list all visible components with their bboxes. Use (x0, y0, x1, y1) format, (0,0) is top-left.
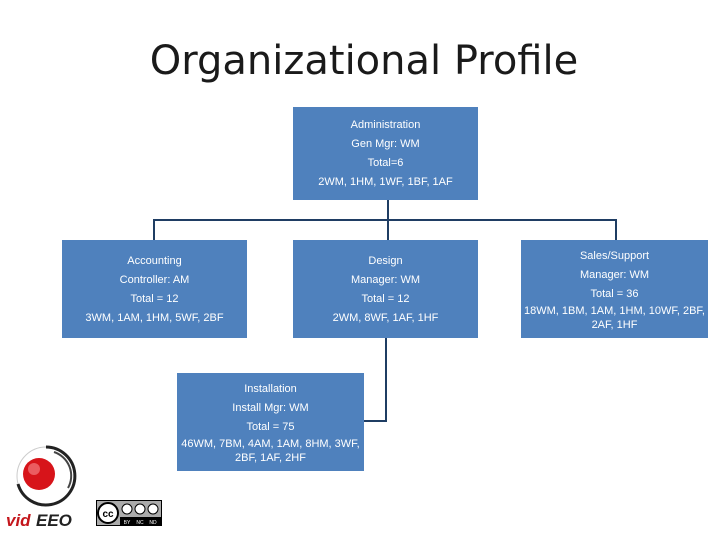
node-sales-manager: Manager: WM (579, 269, 650, 281)
node-sales-breakdown: 18WM, 1BM, 1AM, 1HM, 10WF, 2BF, 2AF, 1HF (524, 304, 705, 331)
svg-text:cc: cc (102, 509, 114, 520)
node-administration-breakdown: 2WM, 1HM, 1WF, 1BF, 1AF (318, 176, 453, 188)
node-accounting-manager: Controller: AM (119, 273, 190, 286)
node-sales-name: Sales/Support (579, 250, 650, 262)
node-installation-breakdown: 46WM, 7BM, 4AM, 1AM, 8HM, 3WF, 2BF, 1AF,… (181, 437, 360, 464)
node-design-manager: Manager: WM (350, 273, 421, 286)
page-title: Organizational Profile (149, 38, 579, 84)
connector-to-accounting (153, 219, 155, 241)
node-design-name: Design (368, 254, 403, 267)
connector-horizontal (153, 219, 617, 221)
connector-design-down (385, 338, 387, 422)
svg-text:BY: BY (124, 520, 131, 526)
node-installation-total: Total = 75 (246, 421, 295, 433)
node-accounting-total: Total = 12 (130, 292, 179, 305)
node-sales-total: Total = 36 (590, 288, 639, 300)
node-design: Design Manager: WM Total = 12 2WM, 8WF, … (293, 240, 478, 338)
connector-to-installation (364, 420, 387, 422)
connector-admin-down (387, 200, 389, 220)
node-administration-manager: Gen Mgr: WM (351, 138, 420, 150)
svg-text:EEO: EEO (36, 511, 72, 530)
node-administration-total: Total=6 (367, 157, 404, 169)
node-administration: Administration Gen Mgr: WM Total=6 2WM, … (293, 107, 478, 200)
node-design-total: Total = 12 (361, 292, 410, 305)
node-accounting-name: Accounting (127, 254, 182, 267)
node-sales-support: Sales/Support Manager: WM Total = 36 18W… (521, 240, 708, 338)
connector-to-design (387, 219, 389, 241)
node-administration-name: Administration (350, 119, 421, 131)
videeo-logo-icon: vid EEO (6, 445, 77, 530)
connector-to-sales (615, 219, 617, 241)
node-installation-name: Installation (244, 383, 297, 395)
node-installation: Installation Install Mgr: WM Total = 75 … (177, 373, 364, 471)
node-design-breakdown: 2WM, 8WF, 1AF, 1HF (332, 311, 439, 324)
node-accounting-breakdown: 3WM, 1AM, 1HM, 5WF, 2BF (85, 311, 224, 324)
svg-text:ND: ND (149, 520, 157, 526)
node-accounting: Accounting Controller: AM Total = 12 3WM… (62, 240, 247, 338)
node-installation-manager: Install Mgr: WM (232, 402, 309, 414)
cc-license-badge-icon: cc BY NC ND (96, 500, 162, 526)
svg-text:vid: vid (6, 511, 31, 530)
svg-text:NC: NC (136, 520, 144, 526)
